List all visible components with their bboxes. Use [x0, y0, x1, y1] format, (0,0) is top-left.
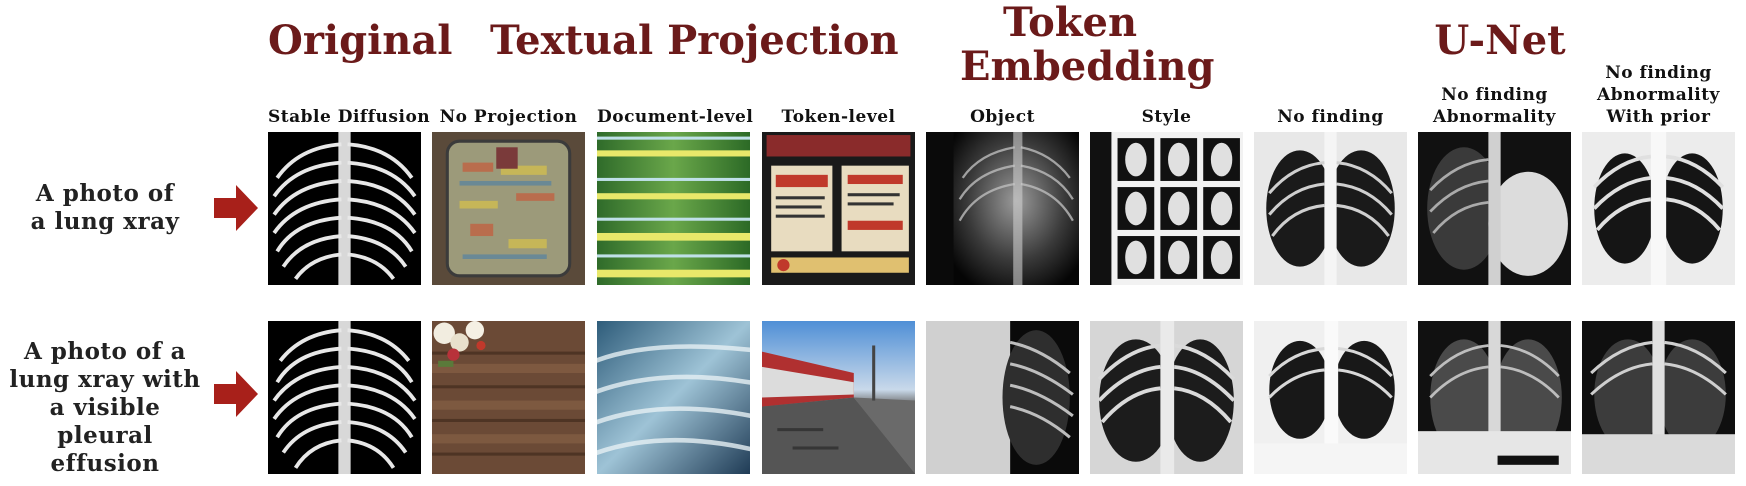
group-title-unet: U-Net: [1434, 17, 1566, 64]
ribcage-xray-image: [268, 132, 421, 285]
column-label-style: Style: [1141, 107, 1192, 127]
chest-xray-image: [1582, 321, 1735, 474]
snow-texture-image: [597, 321, 750, 474]
group-title-textual-projection: Textual Projection: [490, 17, 899, 64]
arrow-right-icon: [214, 371, 258, 417]
chest-xray-image: [1418, 321, 1571, 474]
group-title-token-embedding-line1: Token: [1002, 0, 1138, 46]
chest-xray-image: [1418, 132, 1571, 285]
chest-xray-image: [926, 321, 1079, 474]
column-label-no-finding: No finding: [1277, 107, 1384, 127]
column-label-token-level: Token-level: [781, 107, 896, 127]
group-title-token-embedding-line2: Embedding: [960, 43, 1215, 90]
flowers-on-wood-image: [432, 321, 585, 474]
chest-xray-image: [1090, 321, 1243, 474]
column-label-stable-diffusion: Stable Diffusion: [268, 107, 431, 127]
green-stripes-image: [597, 132, 750, 285]
arrow-right-icon: [214, 185, 258, 231]
column-label-no-projection: No Projection: [439, 107, 578, 127]
ribcage-xray-image: [268, 321, 421, 474]
poster-text-image: [762, 132, 915, 285]
column-label-object: Object: [970, 107, 1035, 127]
group-title-original: Original: [268, 17, 453, 64]
street-scene-image: [762, 321, 915, 474]
chest-xray-image: [1254, 321, 1407, 474]
chest-xray-image: [926, 132, 1079, 285]
column-label-document-level: Document-level: [597, 107, 754, 127]
chest-xray-image: [1254, 132, 1407, 285]
chest-xray-image: [1582, 132, 1735, 285]
xray-grid-image: [1090, 132, 1243, 285]
noisy-tablet-image: [432, 132, 585, 285]
